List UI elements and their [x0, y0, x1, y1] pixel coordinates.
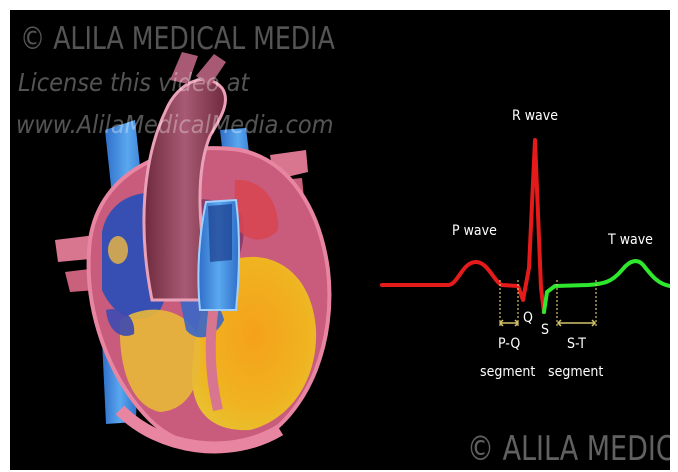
atrium-highlight — [108, 236, 128, 264]
watermark-copyright-bottom: © ALILA MEDICAL MEDIA — [467, 430, 670, 469]
label-s: S — [541, 322, 549, 338]
pulmonary-trunk-lumen — [208, 204, 232, 262]
label-r-wave: R wave — [512, 108, 558, 124]
label-pq: P-Q — [498, 336, 520, 352]
watermark-copyright: © ALILA MEDICAL MEDIA — [20, 20, 335, 57]
watermark-license: License this video at — [18, 68, 249, 97]
label-p-wave: P wave — [452, 223, 497, 239]
label-q: Q — [523, 310, 533, 326]
ecg-repolarization-line — [544, 261, 670, 312]
watermark-url: www.AlilaMedicalMedia.com — [16, 110, 334, 139]
label-pq-segment: segment — [480, 364, 535, 380]
label-st-segment: segment — [548, 364, 603, 380]
video-frame: © ALILA MEDICAL MEDIA License this video… — [10, 10, 670, 470]
label-t-wave: T wave — [608, 232, 653, 248]
label-st: S-T — [567, 336, 586, 352]
